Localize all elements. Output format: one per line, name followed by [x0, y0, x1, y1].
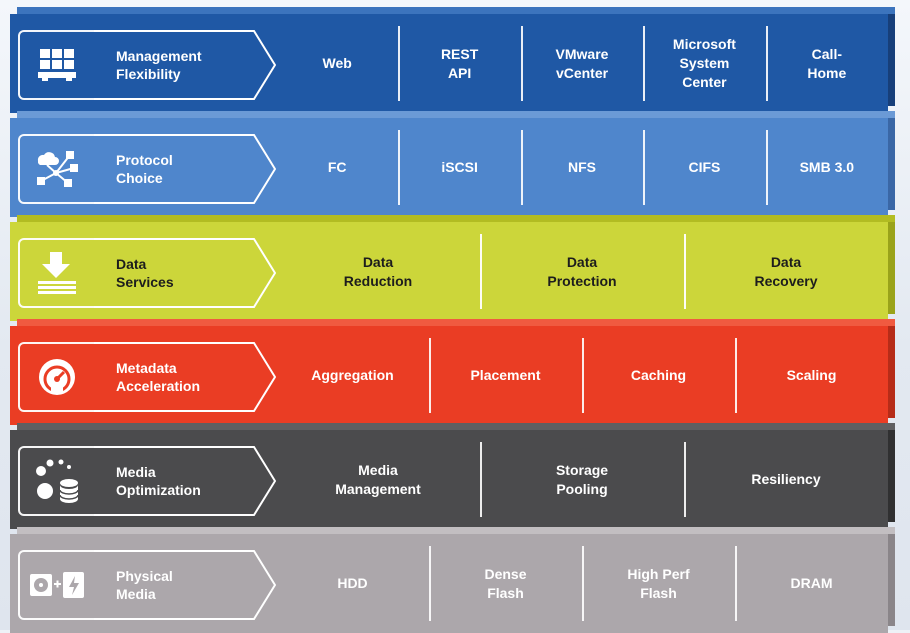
layer-side-edge [888, 14, 895, 106]
layer-item: iSCSI [398, 118, 520, 217]
layer-label: Metadata Acceleration [94, 342, 276, 412]
layer-item: Storage Pooling [480, 430, 684, 529]
download-stack-icon [18, 238, 94, 308]
gauge-icon [18, 342, 94, 412]
layer-item: Dense Flash [429, 534, 582, 633]
layer-item: DRAM [735, 534, 888, 633]
layer-title: Metadata Acceleration [116, 360, 201, 394]
layer-item: High Perf Flash [582, 534, 735, 633]
layer-side-edge [888, 534, 895, 626]
layer-item: Data Recovery [684, 222, 888, 321]
layer-label: Management Flexibility [94, 30, 276, 100]
layer-item: FC [327, 159, 347, 175]
layer-item: Data Reduction [343, 253, 413, 289]
layer-metadata: Metadata Acceleration Aggregation Placemen… [10, 319, 895, 425]
layer-item: Microsoft System Center [643, 14, 765, 113]
layer-top-edge [17, 319, 895, 326]
layer-item: Placement [429, 326, 582, 425]
layer-label: Data Services [94, 238, 276, 308]
layer-title: Protocol Choice [116, 152, 173, 186]
layer-item: Scaling [735, 326, 888, 425]
layer-side-edge [888, 326, 895, 418]
disk-flash-icon [18, 550, 94, 620]
network-cloud-icon [18, 134, 94, 204]
layer-title: Management Flexibility [116, 48, 202, 82]
layer-data-services: Data Services Data Reduction Data Protecti… [10, 215, 895, 321]
layer-top-edge [17, 7, 895, 14]
layer-label: Physical Media [94, 550, 276, 620]
layer-item: HDD [337, 575, 368, 591]
layer-side-edge [888, 222, 895, 314]
grid-server-icon [18, 30, 94, 100]
dots-database-icon [18, 446, 94, 516]
layer-title: Physical Media [116, 568, 173, 602]
layer-face: Metadata Acceleration Aggregation Placemen… [10, 326, 888, 425]
layer-top-edge [17, 527, 895, 534]
layer-face: Data Services Data Reduction Data Protecti… [10, 222, 888, 321]
layer-face: Media Optimization Media Management Storag… [10, 430, 888, 529]
layer-top-edge [17, 111, 895, 118]
layer-media-opt: Media Optimization Media Management Storag… [10, 423, 895, 529]
layer-item: Call- Home [765, 14, 888, 113]
layer-item: Caching [582, 326, 735, 425]
layer-item: REST API [398, 14, 520, 113]
layer-item: Resiliency [684, 430, 888, 529]
layer-label: Protocol Choice [94, 134, 276, 204]
layer-item: Web [322, 55, 352, 71]
layer-item: Media Management [335, 461, 421, 497]
layer-item: CIFS [643, 118, 765, 217]
layer-top-edge [17, 215, 895, 222]
layer-title: Data Services [116, 256, 174, 290]
layer-side-edge [888, 430, 895, 522]
layer-item: NFS [520, 118, 643, 217]
layer-item: SMB 3.0 [765, 118, 888, 217]
layer-item: Aggregation [311, 367, 394, 383]
layer-item: VMware vCenter [520, 14, 643, 113]
layer-title: Media Optimization [116, 464, 201, 498]
layer-label: Media Optimization [94, 446, 276, 516]
layer-top-edge [17, 423, 895, 430]
layer-side-edge [888, 118, 895, 210]
layer-item: Data Protection [480, 222, 684, 321]
